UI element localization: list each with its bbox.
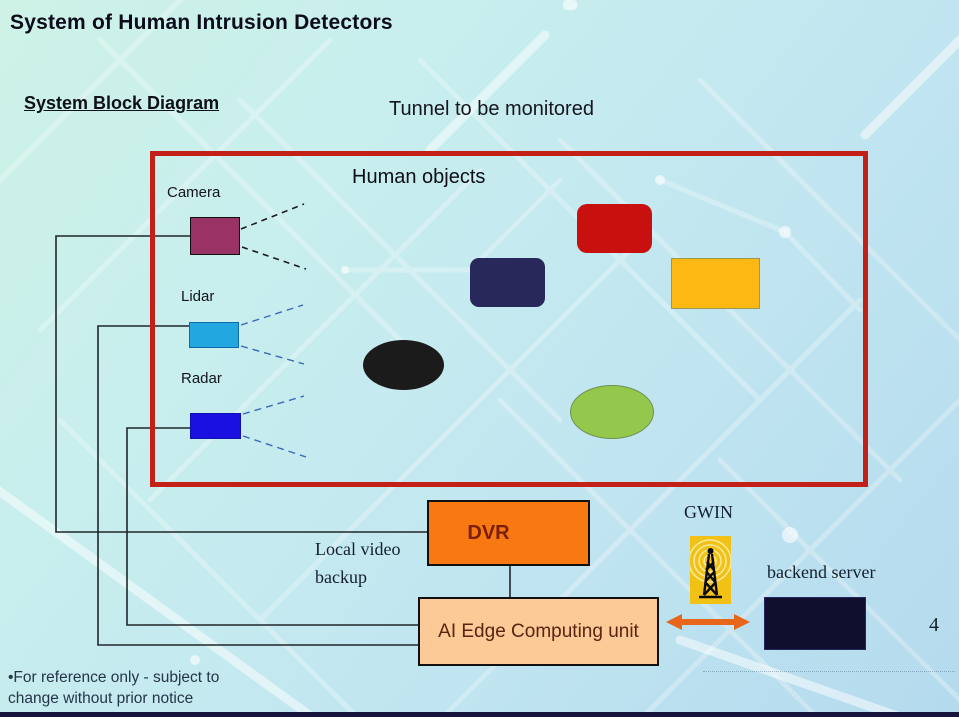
- lidar-to-edge-wire: [97, 325, 418, 646]
- radar-to-edge-wire: [126, 427, 418, 626]
- page-title: System of Human Intrusion Detectors: [10, 11, 393, 34]
- footnote-line1: •For reference only - subject to: [8, 669, 220, 686]
- local-video-backup-label: Local video backup: [315, 535, 400, 591]
- footnote-line2: change without prior notice: [8, 690, 194, 707]
- camera-box: [190, 217, 240, 255]
- local-video-backup-line1: Local video: [315, 539, 401, 559]
- radar-label: Radar: [181, 370, 222, 387]
- section-heading: System Block Diagram: [24, 93, 220, 113]
- gwin-label: GWIN: [684, 502, 733, 522]
- camera-to-dvr-wire: [55, 235, 427, 533]
- human-object-yellow-rectangle: [671, 258, 760, 309]
- lidar-box: [189, 322, 239, 348]
- faint-dotted-line: [703, 671, 955, 672]
- ai-edge-computing-unit-box: AI Edge Computing unit: [418, 597, 659, 666]
- human-object-green-ellipse: [570, 385, 654, 439]
- lidar-label: Lidar: [181, 288, 215, 305]
- backend-server-box: [764, 597, 866, 650]
- bidirectional-arrow-icon: [666, 613, 750, 631]
- radar-fov-dashes: [242, 395, 307, 458]
- human-object-red-rounded-rectangle: [577, 204, 652, 253]
- human-objects-label: Human objects: [352, 166, 486, 188]
- tunnel-label: Tunnel to be monitored: [389, 98, 594, 120]
- radar-box: [190, 413, 241, 439]
- human-object-black-ellipse: [363, 340, 444, 390]
- human-object-navy-rounded-rectangle: [470, 258, 545, 307]
- local-video-backup-line2: backup: [315, 567, 367, 587]
- camera-fov-dashes: [240, 203, 307, 270]
- backend-server-label: backend server: [767, 562, 876, 582]
- footnote: •For reference only - subject to change …: [8, 667, 219, 709]
- ai-edge-computing-unit-label: AI Edge Computing unit: [438, 620, 639, 642]
- dvr-box: DVR: [427, 500, 590, 566]
- camera-label: Camera: [167, 184, 221, 201]
- lidar-fov-dashes: [240, 304, 305, 365]
- tunnel-boundary-box: [150, 151, 868, 487]
- dvr-label: DVR: [467, 521, 510, 544]
- page-number: 4: [929, 614, 939, 636]
- radio-tower-icon: [690, 536, 731, 604]
- bottom-edge-strip: [0, 712, 959, 717]
